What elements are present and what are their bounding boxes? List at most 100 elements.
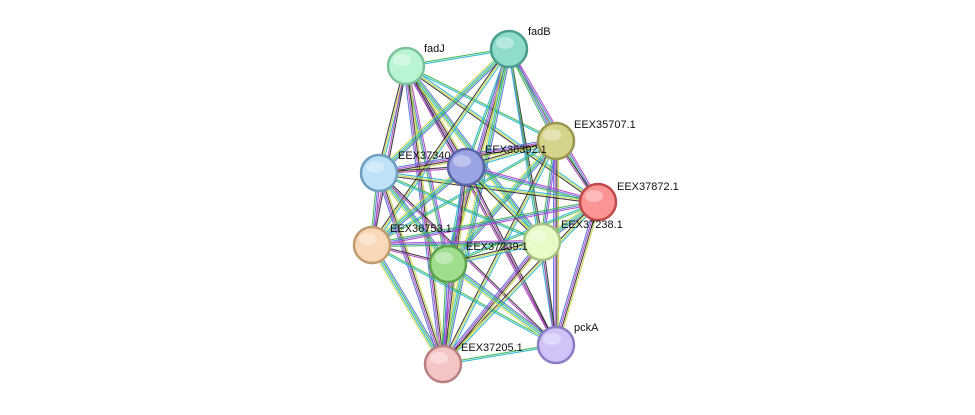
edge-line [373,168,468,248]
edge-line [404,66,556,346]
edge-line [369,245,442,366]
edge-line [406,65,445,364]
node-label: EEX37205.1 [461,342,523,354]
edge-line [446,265,555,348]
node-highlight [366,161,384,173]
edge-line [466,166,558,345]
edge-line [464,167,556,346]
edge-line [554,201,598,345]
edge-line [377,173,443,365]
node-circle[interactable] [522,222,562,262]
node-eex36753-1[interactable]: EEX36753.1 [352,223,452,265]
edge-line [372,167,467,247]
node-highlight [435,252,453,264]
edge-line [372,243,557,345]
node-highlight [496,37,514,49]
edge-line [440,240,541,363]
node-label: fadB [528,26,551,38]
edge-fadj-eex37872-1 [404,64,600,204]
edge-line [449,261,558,344]
node-circle[interactable] [578,182,618,222]
edge-line [441,200,598,364]
node-highlight [359,233,377,245]
edge-eex37872-1-eex36753-1 [371,199,599,248]
node-fadb[interactable]: fadB [489,26,551,69]
node-highlight [393,54,411,66]
edge-line [372,66,408,246]
node-fadj[interactable]: fadJ [386,43,445,86]
node-label: EEX36392.1 [485,144,547,156]
edge-line [380,50,512,176]
edge-line [465,166,599,203]
edge-line [441,241,542,364]
node-label: EEX36753.1 [390,223,452,235]
node-circle[interactable] [359,153,399,193]
node-circle[interactable] [536,325,576,365]
node-eex36392-1[interactable]: EEX36392.1 [446,144,547,187]
edge-line [373,243,446,364]
edge-line [448,202,599,266]
edge-eex36392-1-eex36753-1 [370,164,468,248]
node-eex37340[interactable]: EEX37340 [359,150,451,193]
node-highlight [453,155,471,167]
edge-line [379,172,557,345]
edge-line [371,165,466,245]
edge-eex37872-1-eex37205-1 [441,200,600,366]
node-eex35707-1[interactable]: EEX35707.1 [536,119,636,161]
edge-line [379,170,599,201]
edge-line [448,262,557,345]
edge-line [442,201,599,365]
edge-fadj-eex35707-1 [405,64,557,143]
edge-eex37872-1-pcka [553,201,601,346]
edge-line [443,202,600,366]
edge-line [406,64,557,141]
node-circle[interactable] [428,244,468,284]
node-label: EEX37340 [398,150,451,162]
node-highlight [543,129,561,141]
edge-line [372,203,599,248]
node-pcka[interactable]: pckA [536,322,599,365]
edge-line [370,164,465,244]
edge-eex37238-1-eex37205-1 [440,240,545,366]
node-label: EEX37238.1 [561,219,623,231]
node-circle[interactable] [489,29,529,69]
node-eex37238-1[interactable]: EEX37238.1 [522,219,623,262]
edge-line [378,48,509,173]
edge-eex36753-1-pcka [371,243,557,347]
edge-line [371,241,543,246]
node-highlight [529,230,547,242]
node-circle[interactable] [423,344,463,384]
node-label: EEX35707.1 [574,119,636,131]
edge-line [371,245,556,347]
node-circle[interactable] [446,147,486,187]
node-eex37872-1[interactable]: EEX37872.1 [578,181,679,222]
edge-line [553,201,597,345]
node-highlight [543,333,561,345]
node-circle[interactable] [536,121,576,161]
edge-line [379,49,510,174]
edge-eex36392-1-pcka [464,166,558,346]
edge-line [465,168,598,205]
edge-line [441,48,509,364]
edge-line [372,141,557,247]
node-circle[interactable] [386,46,426,86]
edge-line [372,49,511,247]
node-circle[interactable] [352,225,392,265]
edge-line [443,242,544,365]
edge-line [372,244,445,364]
edge-line [379,172,445,364]
node-eex37239-1[interactable]: EEX37239.1 [428,241,528,284]
edge-line [406,64,600,202]
edge-line [372,243,543,248]
node-highlight [585,190,603,202]
edge-fadb-eex37340 [376,46,512,176]
edge-line [443,49,511,365]
edge-line [444,243,545,366]
node-eex37205-1[interactable]: EEX37205.1 [423,342,523,384]
edges-layer [369,46,601,366]
edge-line [371,199,598,244]
edge-eex36753-1-eex37238-1 [371,239,543,248]
node-label: fadJ [424,43,445,55]
